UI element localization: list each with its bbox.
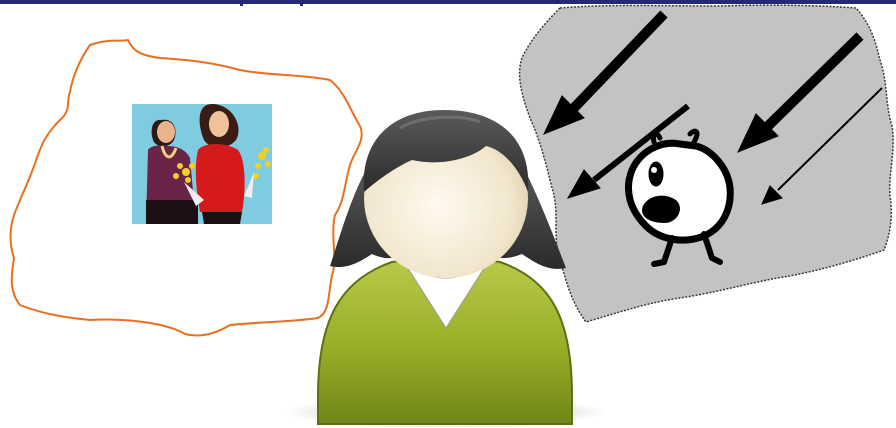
two-women-with-flowers-photo xyxy=(132,104,272,224)
top-bar xyxy=(0,0,896,6)
